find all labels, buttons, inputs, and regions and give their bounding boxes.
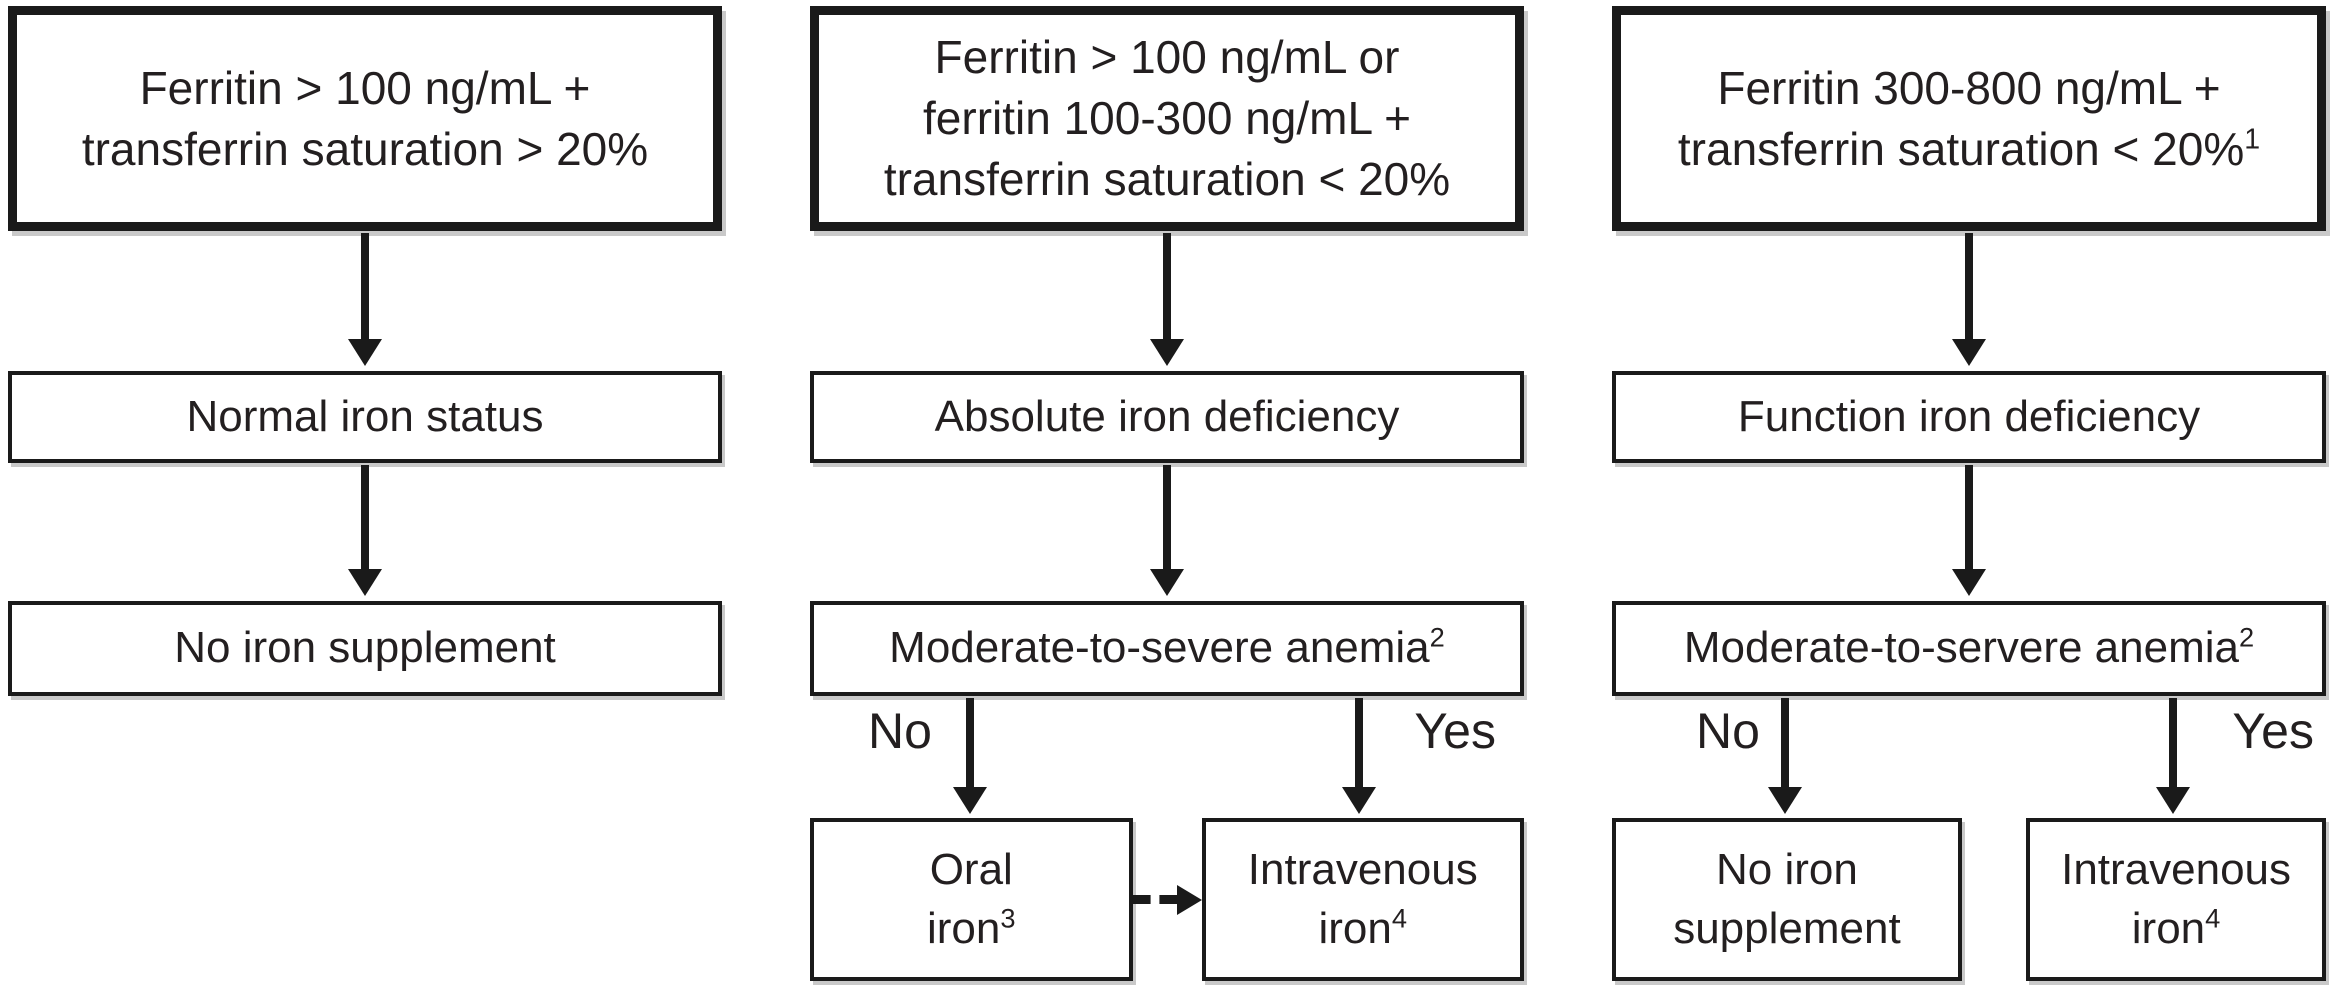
box-moderate-severe-anemia: Moderate-to-servere anemia2 — [1612, 601, 2326, 696]
label-no: No — [1696, 703, 1760, 759]
box-oral-iron: Oral iron3 — [810, 818, 1133, 981]
label-no: No — [868, 703, 932, 759]
box-criteria-normal: Ferritin > 100 ng/mL + transferrin satur… — [8, 6, 722, 231]
box-intravenous-iron: Intravenous iron4 — [2026, 818, 2326, 981]
box-absolute-iron-deficiency: Absolute iron deficiency — [810, 371, 1524, 463]
criteria-line: Ferritin > 100 ng/mL or — [934, 31, 1400, 84]
arrow-zone — [1612, 463, 2326, 601]
branch-zone: No Yes — [1612, 696, 2326, 818]
arrow-down-no-icon — [1768, 698, 1802, 814]
outcome-row: No iron supplement Intravenous iron4 — [1612, 818, 2326, 981]
column-absolute-iron-deficiency: Ferritin > 100 ng/mL or ferritin 100-300… — [810, 6, 1524, 989]
box-intravenous-iron: Intravenous iron4 — [1201, 818, 1524, 981]
column-function-iron-deficiency: Ferritin 300-800 ng/mL + transferrin sat… — [1612, 6, 2326, 989]
arrow-down-icon — [1150, 233, 1184, 366]
criteria-line: Ferritin > 100 ng/mL + — [139, 61, 591, 114]
arrow-down-icon — [348, 233, 382, 366]
box-normal-iron-status: Normal iron status — [8, 371, 722, 463]
arrow-down-icon — [1150, 465, 1184, 596]
arrow-down-yes-icon — [1342, 698, 1376, 814]
arrow-down-icon — [1952, 465, 1986, 596]
box-criteria-functional: Ferritin 300-800 ng/mL + transferrin sat… — [1612, 6, 2326, 231]
label-yes: Yes — [1414, 703, 1496, 759]
arrow-down-yes-icon — [2156, 698, 2190, 814]
arrow-zone — [8, 231, 722, 371]
arrow-zone — [1612, 231, 2326, 371]
arrow-zone — [8, 463, 722, 601]
arrow-down-no-icon — [953, 698, 987, 814]
branch-zone: No Yes — [810, 696, 1524, 818]
arrow-zone — [810, 231, 1524, 371]
criteria-line: transferrin saturation > 20% — [81, 122, 649, 175]
box-no-iron-supplement: No iron supplement — [1612, 818, 1962, 981]
criteria-line: transferrin saturation < 20% — [883, 152, 1451, 205]
box-criteria-absolute: Ferritin > 100 ng/mL or ferritin 100-300… — [810, 6, 1524, 231]
arrow-zone — [810, 463, 1524, 601]
arrow-down-icon — [1952, 233, 1986, 366]
dashed-connector-zone — [1132, 818, 1202, 981]
column-normal-iron-status: Ferritin > 100 ng/mL + transferrin satur… — [8, 6, 722, 989]
criteria-line: ferritin 100-300 ng/mL + — [923, 92, 1411, 145]
criteria-line: Ferritin 300-800 ng/mL + — [1717, 61, 2221, 114]
criteria-line: transferrin saturation < 20%1 — [1677, 122, 2261, 175]
dashed-arrow-right-icon — [1132, 884, 1202, 915]
arrow-down-icon — [348, 465, 382, 596]
box-function-iron-deficiency: Function iron deficiency — [1612, 371, 2326, 463]
label-yes: Yes — [2232, 703, 2314, 759]
box-moderate-severe-anemia: Moderate-to-severe anemia2 — [810, 601, 1524, 696]
box-no-iron-supplement: No iron supplement — [8, 601, 722, 696]
outcome-row: Oral iron3 Intravenous iron4 — [810, 818, 1524, 981]
